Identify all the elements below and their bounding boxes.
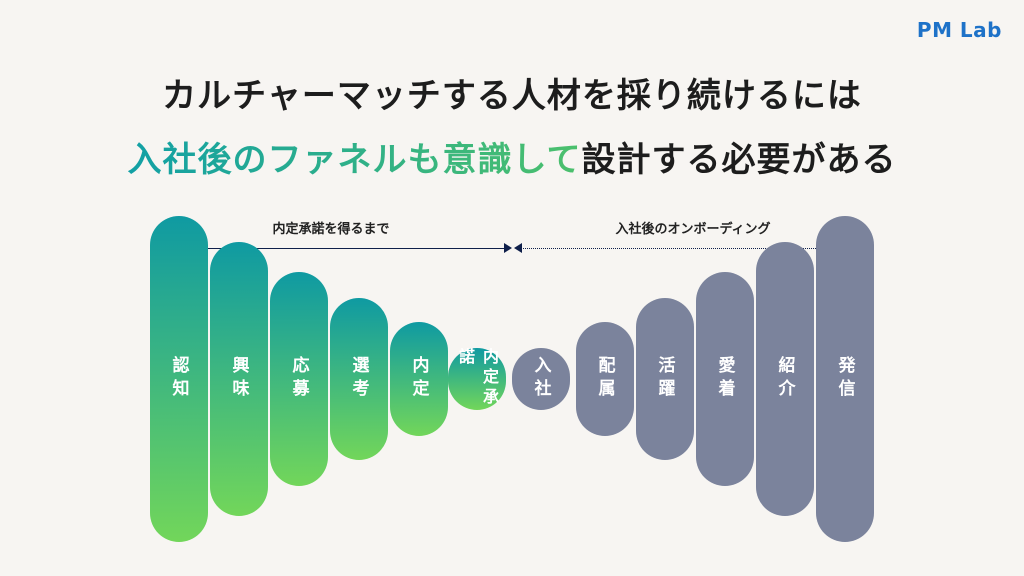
arrow-left-head-icon	[514, 243, 522, 253]
headline-line-2: 入社後のファネルも意識して設計する必要がある	[0, 132, 1024, 181]
funnel-stage-label: 興味	[228, 356, 249, 402]
funnel-stage-label: 認知	[168, 356, 189, 402]
funnel-stage: 選考	[330, 298, 388, 460]
funnel-stage-label: 応募	[288, 356, 309, 402]
headline-highlight: 入社後のファネルも意識して	[127, 140, 582, 180]
funnel-stage-label: 発信	[834, 356, 855, 402]
funnel-stage: 応募	[270, 272, 328, 486]
funnel-stage: 入社	[512, 348, 570, 410]
headline-rest: 設計する必要がある	[581, 140, 897, 180]
range-label-after-join: 入社後のオンボーディング	[615, 222, 771, 237]
funnel-stage-label: 紹介	[774, 356, 795, 402]
funnel-stage: 活躍	[636, 298, 694, 460]
funnel-stage: 発信	[816, 216, 874, 542]
funnel-stage-label: 配属	[594, 356, 615, 402]
arrow-right-head-icon	[504, 243, 512, 253]
headline-line-1: カルチャーマッチする人材を採り続けるには	[162, 76, 862, 116]
funnel-stage: 愛着	[696, 272, 754, 486]
funnel-stage: 配属	[576, 322, 634, 436]
funnel-stage: 興味	[210, 242, 268, 516]
funnel-stage: 内定承諾	[448, 348, 506, 410]
funnel-stage-label: 愛着	[714, 356, 735, 402]
pm-lab-logo: PM Lab	[916, 18, 1002, 42]
funnel-stage-label: 選考	[348, 356, 369, 402]
funnel-stage: 紹介	[756, 242, 814, 516]
funnel-stage-label: 入社	[530, 356, 551, 402]
funnel-stage: 認知	[150, 216, 208, 542]
funnel-stage-label: 活躍	[654, 356, 675, 402]
funnel-stage: 内定	[390, 322, 448, 436]
funnel-stage-label: 内定	[408, 356, 429, 402]
funnel-stage-label: 内定承諾	[456, 348, 499, 408]
range-label-before-offer: 内定承諾を得るまで	[272, 222, 390, 237]
